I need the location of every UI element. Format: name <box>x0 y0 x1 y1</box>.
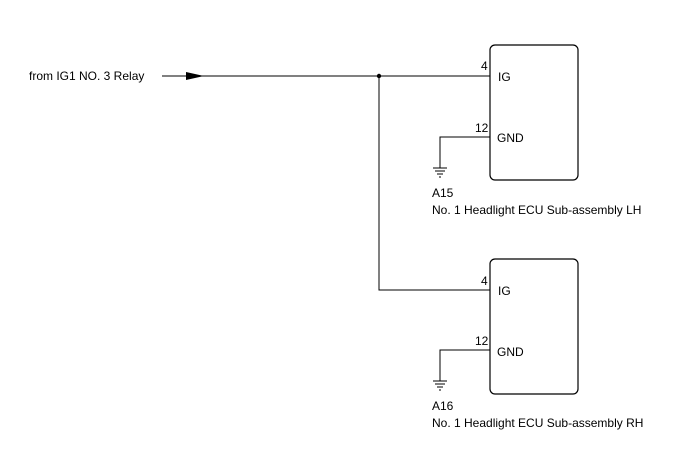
ecu-box <box>489 44 579 181</box>
ground-icon <box>433 380 447 391</box>
ground-wire <box>439 136 490 168</box>
pin-label: IG <box>498 284 511 298</box>
pin-label: GND <box>497 131 524 145</box>
ecu-a16: 4 IG 12 GND A16 No. 1 Headlight ECU Sub-… <box>432 258 643 430</box>
pin-label: GND <box>497 345 524 359</box>
branch-wire <box>378 76 490 291</box>
pin-number: 12 <box>475 334 489 348</box>
ecu-name: No. 1 Headlight ECU Sub-assembly RH <box>432 416 643 430</box>
ecu-name: No. 1 Headlight ECU Sub-assembly LH <box>432 203 641 217</box>
pin-label: IG <box>498 70 511 84</box>
ecu-code: A15 <box>432 186 454 200</box>
ecu-a15: 4 IG 12 GND A15 No. 1 Headlight ECU Sub-… <box>432 44 641 217</box>
pin-number: 4 <box>481 274 488 288</box>
arrow-icon <box>186 72 204 80</box>
pin-number: 12 <box>475 121 489 135</box>
source-label: from IG1 NO. 3 Relay <box>29 69 144 83</box>
ecu-code: A16 <box>432 399 454 413</box>
pin-number: 4 <box>481 59 488 73</box>
ground-wire <box>439 349 490 381</box>
ecu-box <box>489 258 579 395</box>
ground-icon <box>433 167 447 178</box>
